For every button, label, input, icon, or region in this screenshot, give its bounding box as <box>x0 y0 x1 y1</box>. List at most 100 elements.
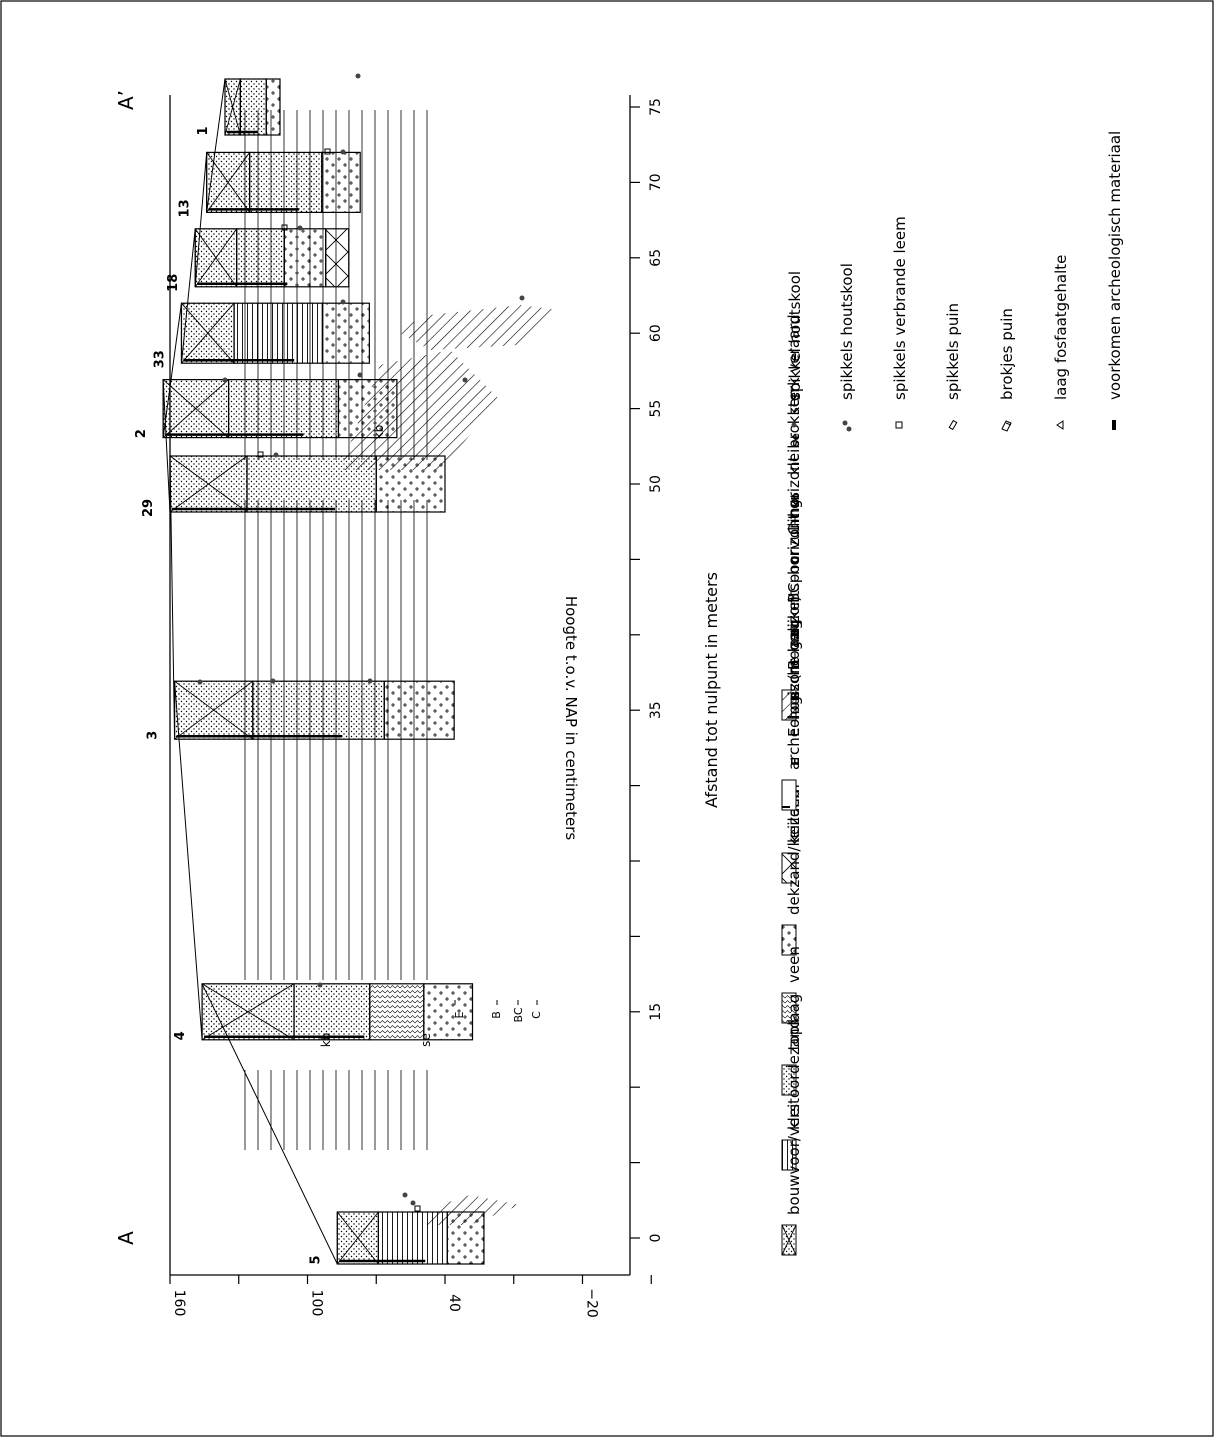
layer-zand <box>227 379 340 439</box>
keileem-swatch <box>781 852 797 884</box>
boring-4-annotations: kb se E B BC C <box>319 1000 543 1047</box>
triangle-icon <box>1056 420 1064 430</box>
boring-label: 3 <box>146 731 161 740</box>
x-axis-label: Afstand tot nulpunt in meters <box>702 572 721 808</box>
legend-item-dot: spikkel houtskool <box>786 271 804 428</box>
boring-18: 18 <box>166 228 350 292</box>
legend-label: spikkels verbrande leem <box>891 216 909 400</box>
legend-item-zand: zand <box>781 1019 803 1096</box>
brick-icon <box>1001 420 1012 432</box>
layer-dekzand <box>446 1211 485 1265</box>
legend-label: spikkel houtskool <box>786 271 804 400</box>
horizon-symbol: se <box>789 433 802 447</box>
x-tick-label: 55 <box>648 400 664 418</box>
layer-zand <box>239 78 267 136</box>
horizon-symbol: E <box>789 758 802 766</box>
boring-label: 29 <box>141 499 156 517</box>
legend-label: spikkels houtskool <box>838 263 856 400</box>
legend-item-C-horizon: C C–horizont <box>785 455 803 564</box>
boring-2: 2 <box>134 379 398 439</box>
boring-3: 3 <box>146 680 455 740</box>
horizon-e-label: E <box>453 1011 466 1018</box>
section-label-end: A’ <box>114 90 138 110</box>
legend-label: (mogelijke) spoorvulling <box>785 499 803 680</box>
horizon-c-label: C <box>530 1011 543 1019</box>
kleibrokken-label-right: kb <box>372 425 386 440</box>
legend-item-spoor: (mogelijke) spoorvulling <box>781 499 803 721</box>
layer-klei <box>377 1211 448 1265</box>
layer-zand <box>249 151 323 213</box>
layer-dekzand <box>283 228 327 288</box>
x-tick-label: 65 <box>648 249 664 267</box>
legend-label: C–horizont <box>785 455 803 535</box>
y-tick-label: 100 <box>309 1290 325 1317</box>
boring-label: 13 <box>178 199 193 217</box>
y-tick-label: −20 <box>584 1288 600 1318</box>
dots-icon <box>842 420 848 426</box>
legend-label: kleibrokken <box>785 389 803 475</box>
legend-label: voorkomen archeologisch materiaal <box>1106 131 1124 400</box>
boring-1: 1 <box>196 78 281 136</box>
spoor-swatch <box>781 689 797 721</box>
veen-swatch <box>781 992 797 1024</box>
legend-item-lozenge: spikkels puin <box>944 303 962 431</box>
legend-item-bar: voorkomen archeologisch materiaal <box>1106 131 1124 430</box>
legend-label: zand <box>785 1019 803 1055</box>
boring-label: 18 <box>166 274 181 292</box>
boring-label: 4 <box>173 1031 188 1040</box>
boring-33: 33 <box>152 302 370 368</box>
layer-dekzand <box>375 455 446 513</box>
horizon-symbol: BC <box>789 620 802 636</box>
zand-swatch <box>781 1064 797 1096</box>
legend-item-dots: spikkels houtskool <box>838 263 856 432</box>
boring-5: 5 <box>308 1211 485 1265</box>
square-icon <box>895 421 903 429</box>
boring-label: 1 <box>196 126 211 135</box>
sterk-veraard-label: se <box>419 1033 433 1047</box>
layer-dekzand <box>321 151 361 213</box>
boring-label: 33 <box>152 350 167 368</box>
archeologisch-swatch <box>781 779 797 811</box>
layer-klei <box>233 302 323 364</box>
horizon-symbol: C <box>789 556 802 564</box>
spoorvulling-area <box>395 305 560 350</box>
horizon-symbol: kb <box>789 492 802 507</box>
x-tick-label: 75 <box>648 98 664 116</box>
legend-item-triangle: laag fosfaatgehalte <box>1052 255 1070 430</box>
horizon-bc-label: BC <box>512 1007 525 1022</box>
legend-item-brick: brokjes puin <box>998 308 1016 432</box>
legend-label: B–horizont <box>785 591 803 670</box>
y-axis-label: Hoogte t.o.v. NAP in centimeters <box>562 596 580 840</box>
x-tick-label: 60 <box>648 324 664 342</box>
legend-label: E–horizont <box>785 658 803 737</box>
section-label-start: A <box>114 1231 138 1245</box>
dekzand-swatch <box>781 924 797 956</box>
lozenge-icon <box>948 419 958 431</box>
legend-label: spikkels puin <box>944 303 962 400</box>
layer-dekzand <box>321 302 370 364</box>
layer-dekzand <box>265 78 281 136</box>
horizon-symbol: B <box>789 691 802 699</box>
layer-dekzand <box>383 680 455 740</box>
x-tick-label: 70 <box>648 173 664 191</box>
find-symbols <box>197 73 525 1212</box>
layer-keileem <box>325 228 350 288</box>
legend-patterns: bouwvoor/verstoorde toplaagkleizandveend… <box>781 499 803 1256</box>
boring-29: 29 <box>141 455 446 517</box>
legend-item-B-horizon: B B–horizont <box>785 591 803 700</box>
legend-item-klei: klei <box>781 1104 803 1171</box>
klei-swatch <box>781 1139 797 1171</box>
boring-4: 4 <box>173 983 474 1041</box>
layer-zand <box>252 680 385 740</box>
x-tick-label: 15 <box>648 1003 664 1021</box>
layer-zand <box>293 983 371 1041</box>
kleibrokken-label: kb <box>319 1033 333 1048</box>
legend-item-E-horizon: E E–horizont <box>785 658 803 765</box>
dot-icon <box>791 422 797 428</box>
